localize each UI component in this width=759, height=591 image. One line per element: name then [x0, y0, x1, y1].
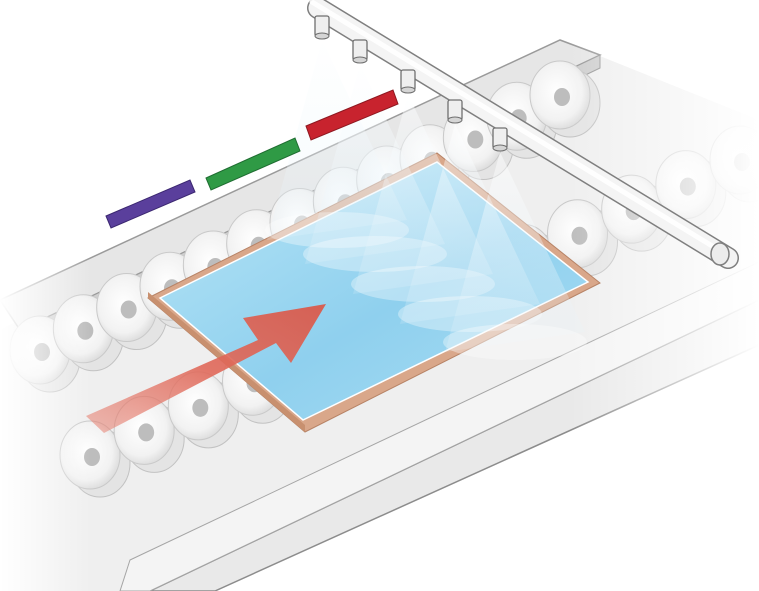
nozzle-bar: [307, 0, 739, 269]
spray-cones: [265, 40, 587, 360]
spray-nozzle-icon: [492, 127, 508, 152]
spray-cone: [443, 152, 587, 360]
spray-nozzle-icon: [447, 99, 463, 124]
red-strip: [305, 89, 399, 141]
spray-nozzle-icon: [314, 15, 330, 40]
color-strips: [105, 89, 399, 229]
green-strip: [205, 137, 301, 191]
right-arrow-icon: [86, 304, 326, 433]
spray-nozzle-icon: [352, 39, 368, 64]
spray-nozzle-icon: [400, 69, 416, 94]
nozzle-group: [314, 15, 508, 152]
purple-strip: [105, 179, 196, 229]
